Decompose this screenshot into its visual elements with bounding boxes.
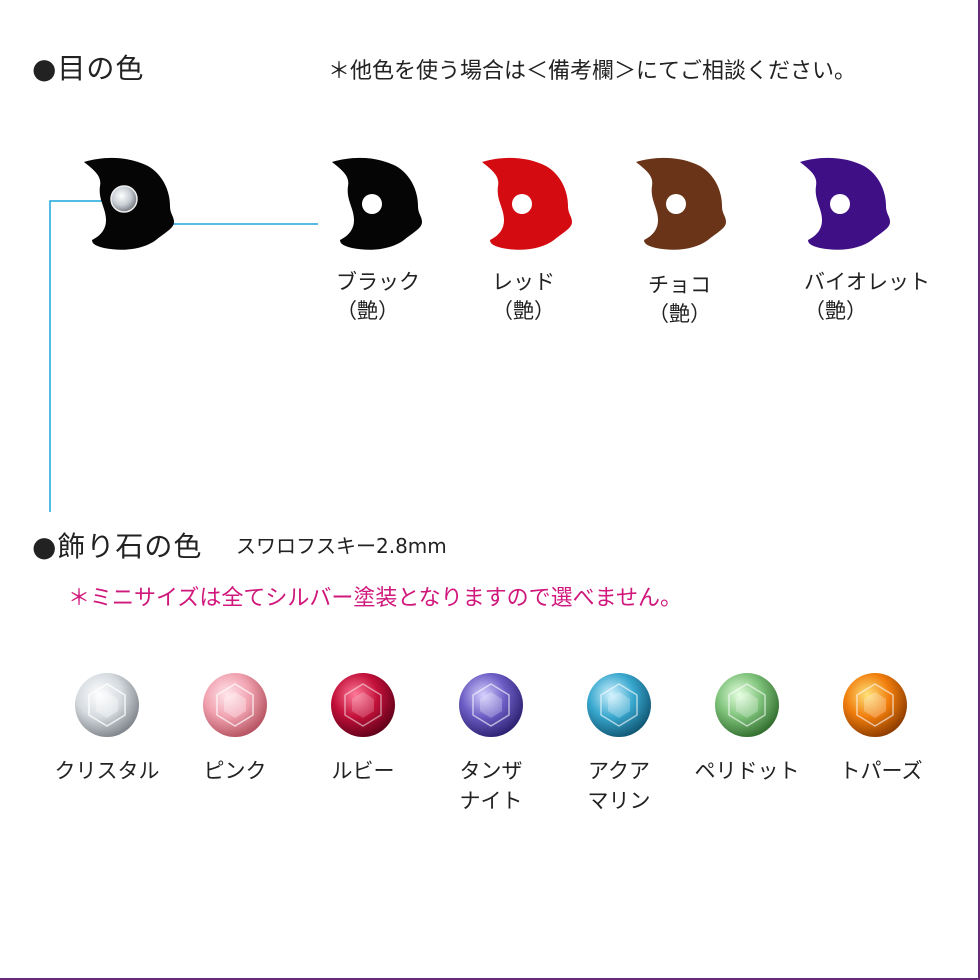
gem-icon-ruby: [331, 673, 395, 737]
eye-icon-red: [482, 157, 572, 250]
gem-icon-topaz: [843, 673, 907, 737]
eye-color-label-choco: チョコ（艶）: [648, 273, 711, 326]
stone-spec-subtitle: スワロフスキー2.8mm: [236, 534, 447, 558]
eye-color-label-violet: バイオレット（艶）: [804, 270, 930, 323]
gem-icon-crystal: [75, 673, 139, 737]
gem-icon-pink: [203, 673, 267, 737]
gem-icon-peridot: [715, 673, 779, 737]
gem-label-peridot: ペリドット: [694, 759, 800, 783]
eye-color-note: ＊他色を使う場合は＜備考欄＞にてご相談ください。: [328, 59, 857, 84]
gem-icon-tanzanite: [459, 673, 523, 737]
gem-label-topaz: トパーズ: [839, 759, 923, 783]
stone-connector-line: [49, 200, 124, 512]
gem-icon-aquamarine: [587, 673, 651, 737]
gem-label-pink: ピンク: [203, 759, 267, 783]
stone-color-note: ＊ミニサイズは全てシルバー塗装となりますので選べません。: [68, 586, 683, 611]
gem-label-aquamarine: アクアマリン: [587, 759, 651, 813]
stone-color-heading: ●飾り石の色: [32, 530, 203, 563]
eye-icon-choco: [636, 157, 726, 250]
gem-label-crystal: クリスタル: [54, 759, 160, 783]
eye-color-label-red: レッド（艶）: [492, 270, 555, 323]
sample-fish-eye-icon: [84, 157, 174, 250]
eye-color-label-black: ブラック（艶）: [336, 270, 420, 323]
eye-icon-black: [332, 157, 422, 250]
gem-label-ruby: ルビー: [331, 759, 395, 783]
eye-color-heading: ●目の色: [32, 52, 145, 85]
gem-label-tanzanite: タンザナイト: [459, 759, 523, 813]
eye-icon-violet: [800, 157, 890, 250]
